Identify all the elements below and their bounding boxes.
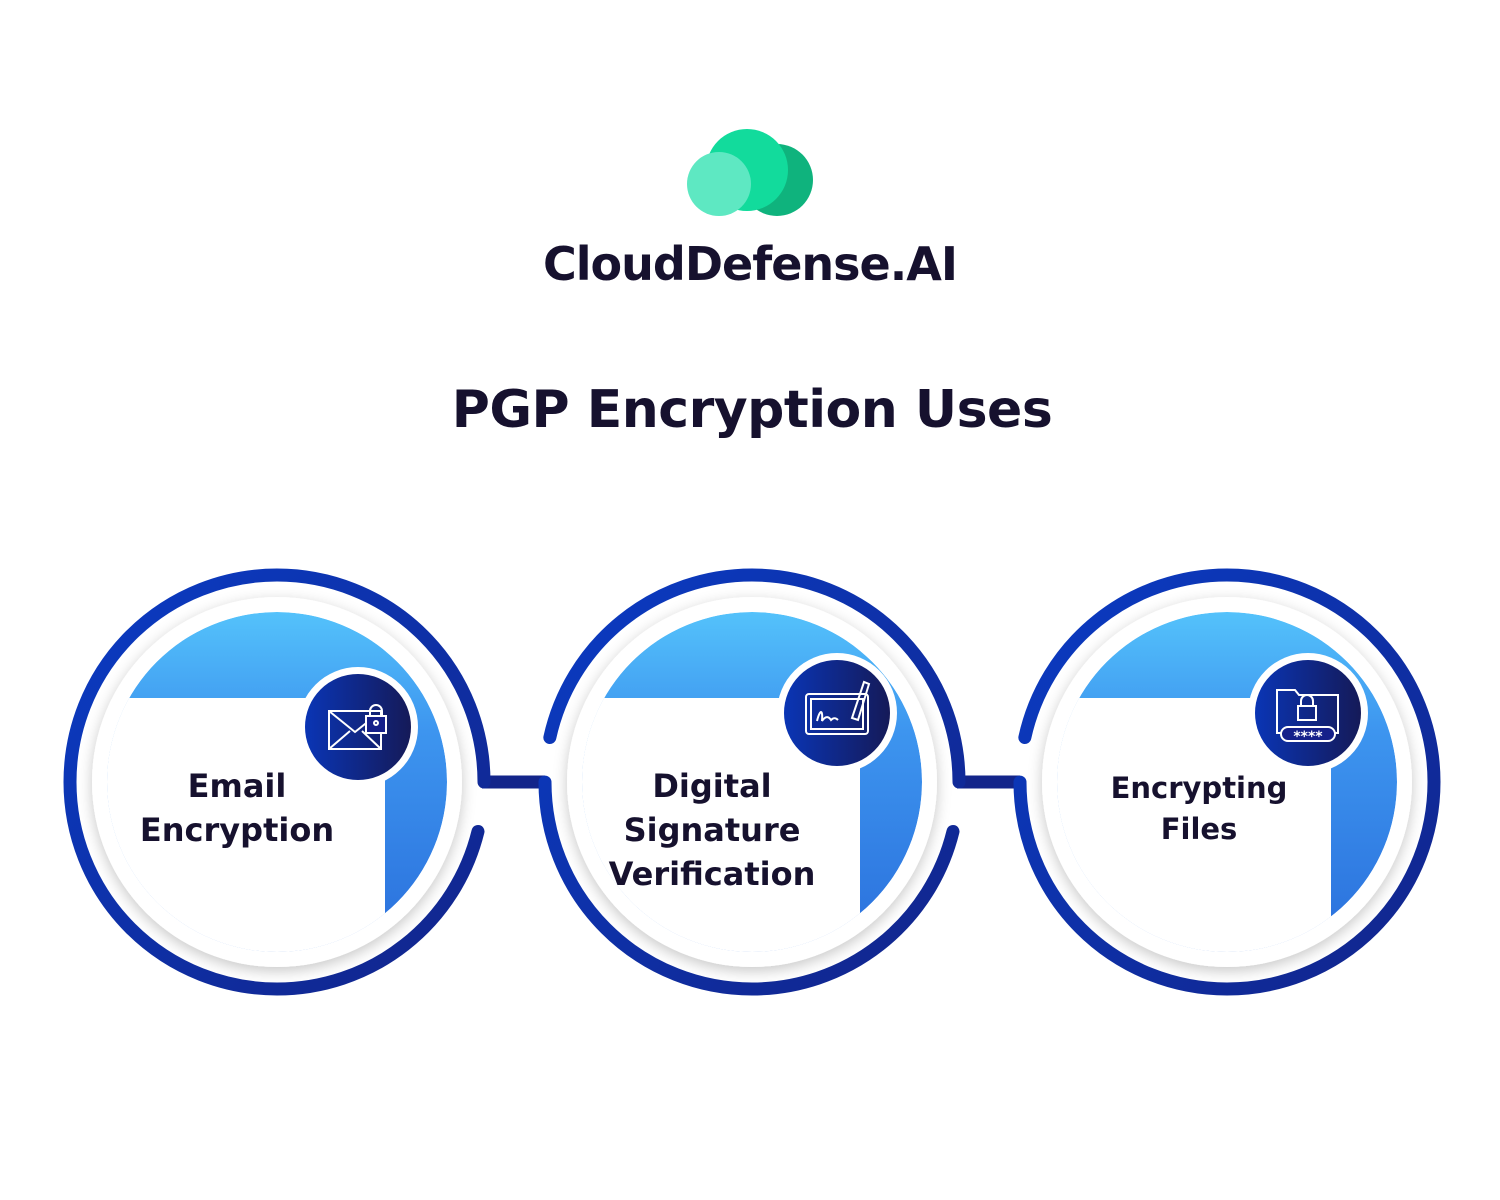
- use-card-email-encryption: Email Encryption: [63, 568, 491, 996]
- ring: [1013, 568, 1441, 996]
- ring: [538, 568, 966, 996]
- use-card-digital-signature: Digital Signature Verification: [538, 568, 966, 996]
- badge: [305, 674, 411, 780]
- envelope-lock-icon: [328, 704, 387, 750]
- folder-password-icon: ****: [1276, 689, 1339, 745]
- use-label-line: Encryption: [140, 811, 334, 849]
- use-label-line: Encrypting: [1111, 771, 1288, 805]
- use-label-line: Verification: [609, 855, 816, 893]
- brand-name: CloudDefense.AI: [543, 237, 957, 291]
- use-label-line: Email: [188, 767, 287, 805]
- ring: [63, 568, 491, 996]
- use-card-encrypting-files: **** Encrypting Files: [1013, 568, 1441, 996]
- use-label-line: Signature: [624, 811, 801, 849]
- use-label-line: Digital: [652, 767, 771, 805]
- cloud-logo-icon: [687, 129, 813, 216]
- page-title: PGP Encryption Uses: [452, 380, 1053, 440]
- svg-text:****: ****: [1293, 729, 1323, 745]
- signature-pen-icon: [805, 680, 871, 735]
- badge: [784, 660, 890, 766]
- use-label-line: Files: [1161, 812, 1238, 846]
- badge: [1255, 660, 1361, 766]
